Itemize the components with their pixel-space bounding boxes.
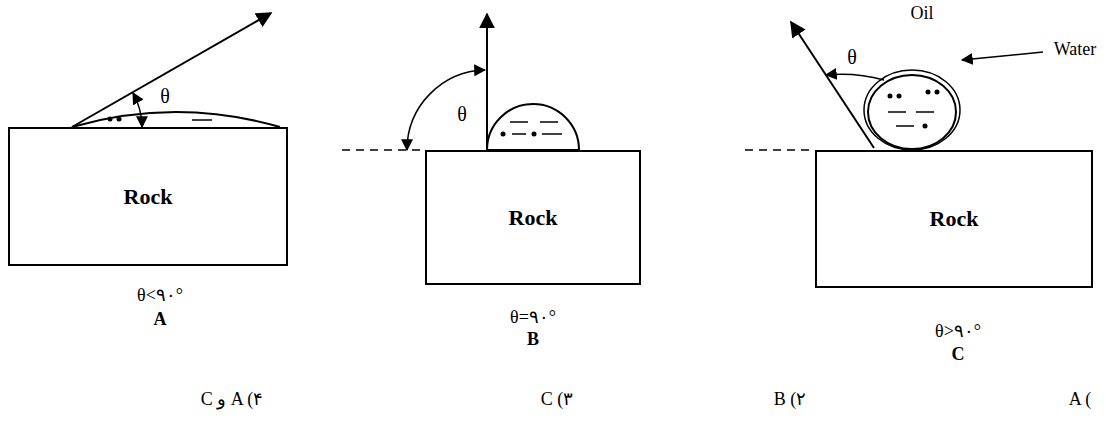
- rock-block: Rock: [815, 150, 1093, 288]
- tangent-arrow: [72, 13, 271, 127]
- figure-label: A: [154, 309, 167, 331]
- rock-block: Rock: [8, 127, 288, 266]
- figure-label: θ: [847, 45, 857, 69]
- angle-arc: [826, 74, 884, 80]
- water-film: [864, 70, 960, 150]
- tangent-arrow: [791, 22, 874, 148]
- dashed-baseline: [745, 149, 814, 151]
- rock-block: Rock: [425, 150, 641, 285]
- angle-arc: [407, 70, 485, 150]
- tangent-arrow: [486, 14, 488, 150]
- caption-label: θ<۹۰°: [137, 285, 183, 307]
- figure-label: B: [527, 329, 539, 351]
- figure-label: θ: [457, 102, 467, 126]
- rock-label: Rock: [509, 205, 558, 231]
- rock-label: Rock: [930, 206, 979, 232]
- figure-label: C: [952, 344, 965, 366]
- caption-label: B (۲: [774, 389, 807, 411]
- caption-label: C (۳: [541, 389, 574, 411]
- figure-label: Oil: [910, 3, 933, 25]
- dashed-baseline: [342, 149, 424, 151]
- leader-arrow: [962, 52, 1043, 60]
- oil-drop: [868, 75, 956, 149]
- caption-label: θ=۹۰°: [510, 307, 556, 329]
- figure-label: Water: [1054, 39, 1097, 61]
- rock-label: Rock: [124, 184, 173, 210]
- caption-label: A (: [1069, 389, 1092, 411]
- caption-label: θ>۹۰°: [935, 321, 981, 343]
- water-drop: [487, 104, 579, 150]
- caption-label: C و A (۴: [201, 389, 264, 411]
- figure-label: θ: [160, 84, 170, 108]
- water-drop: [72, 112, 280, 127]
- angle-arc: [133, 93, 142, 127]
